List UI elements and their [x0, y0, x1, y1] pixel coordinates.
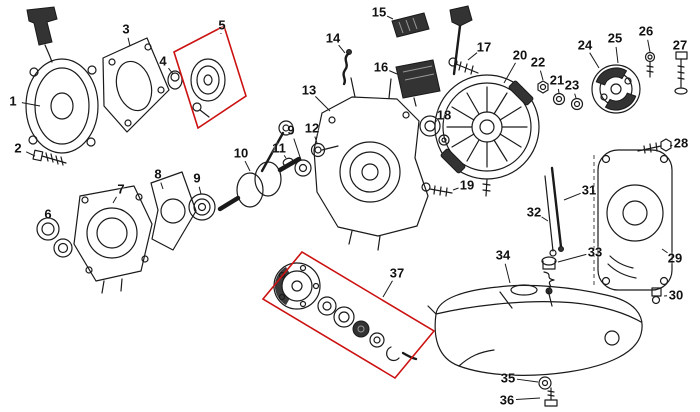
- clutch-assembly-drawing: [591, 64, 641, 114]
- leader-line-4: [168, 67, 174, 75]
- muffler-drawing: [391, 12, 430, 38]
- cylinder-crankcase-drawing: [313, 77, 429, 251]
- leader-line-12: [314, 136, 318, 144]
- throttle-link-drawing: [449, 5, 473, 76]
- clutch-drum-assembly-drawing: [273, 262, 418, 362]
- screw-19-drawing: [421, 182, 453, 197]
- leader-line-23: [574, 93, 577, 99]
- starter-hub-drawing: [167, 70, 183, 90]
- leader-line-18: [434, 120, 438, 123]
- clutch-cover-drawing: [593, 149, 673, 291]
- screw-28-drawing: [637, 138, 672, 154]
- leader-line-1: [21, 102, 41, 107]
- leader-line-17: [467, 52, 478, 61]
- washer-35-drawing: [538, 376, 552, 390]
- crankshaft-drawing: [217, 120, 302, 212]
- bearing-drawing: [188, 193, 216, 221]
- washer-21-drawing: [552, 92, 566, 106]
- leader-line-29: [661, 248, 668, 254]
- leader-line-19: [452, 187, 459, 191]
- oil-seals-drawing: [36, 217, 73, 258]
- backplate-gasket-drawing: [102, 37, 170, 133]
- starter-housing-drawing: [25, 58, 99, 154]
- leader-line-16: [389, 70, 398, 75]
- fuel-grommet-drawing: [541, 256, 557, 295]
- leader-line-13: [315, 96, 331, 112]
- highlight-region-part37: [261, 250, 436, 380]
- leader-line-3: [127, 37, 131, 47]
- fuel-tank-drawing: [427, 284, 643, 376]
- leader-line-28: [669, 144, 673, 147]
- bolt-27-drawing: [674, 51, 688, 95]
- leader-line-26: [647, 39, 651, 53]
- washer-23-drawing: [570, 97, 584, 111]
- crankcase-half-drawing: [73, 185, 153, 294]
- throttle-rod-drawing: [544, 166, 564, 257]
- cover-stub-drawing: [651, 287, 662, 305]
- leader-line-14: [338, 44, 346, 54]
- leader-lines: [21, 15, 682, 400]
- screw-17-drawing: [448, 57, 479, 75]
- crankcase-gasket-drawing: [150, 171, 197, 251]
- ignition-coil-drawing: [395, 59, 441, 107]
- leader-line-35: [516, 378, 539, 383]
- leader-line-9: [293, 138, 302, 161]
- leader-line-8: [160, 182, 164, 190]
- screw-36-drawing: [544, 387, 558, 407]
- leader-line-32: [541, 216, 549, 222]
- woodruff-key-drawing: [282, 157, 294, 167]
- leader-line-15: [386, 15, 394, 20]
- leader-line-20: [503, 62, 516, 84]
- screw-2-drawing: [32, 149, 67, 166]
- leader-line-7: [112, 196, 117, 204]
- leader-line-11: [283, 155, 287, 159]
- leader-line-21: [557, 88, 560, 94]
- leader-line-34: [504, 263, 511, 284]
- leader-line-9: [198, 186, 202, 195]
- bolt-26-drawing: [644, 51, 656, 78]
- starter-handle-drawing: [26, 6, 58, 63]
- leader-line-24: [589, 52, 600, 69]
- leader-line-22: [539, 70, 544, 81]
- starter-pulley-drawing: [190, 58, 226, 118]
- washer-12-drawing: [310, 142, 326, 158]
- flywheel-drawing: [434, 74, 540, 197]
- highlight-region-part5: [173, 24, 247, 130]
- leader-line-36: [515, 397, 541, 400]
- washer-drawing: [294, 159, 312, 177]
- flywheel-nut-drawing: [537, 80, 549, 94]
- leader-line-31: [563, 192, 581, 201]
- leader-line-33: [557, 253, 587, 263]
- leader-line-25: [615, 46, 619, 64]
- leader-line-37: [382, 280, 393, 298]
- ignition-wire-drawing: [342, 49, 352, 86]
- leader-line-10: [244, 160, 251, 172]
- leader-line-2: [25, 151, 36, 157]
